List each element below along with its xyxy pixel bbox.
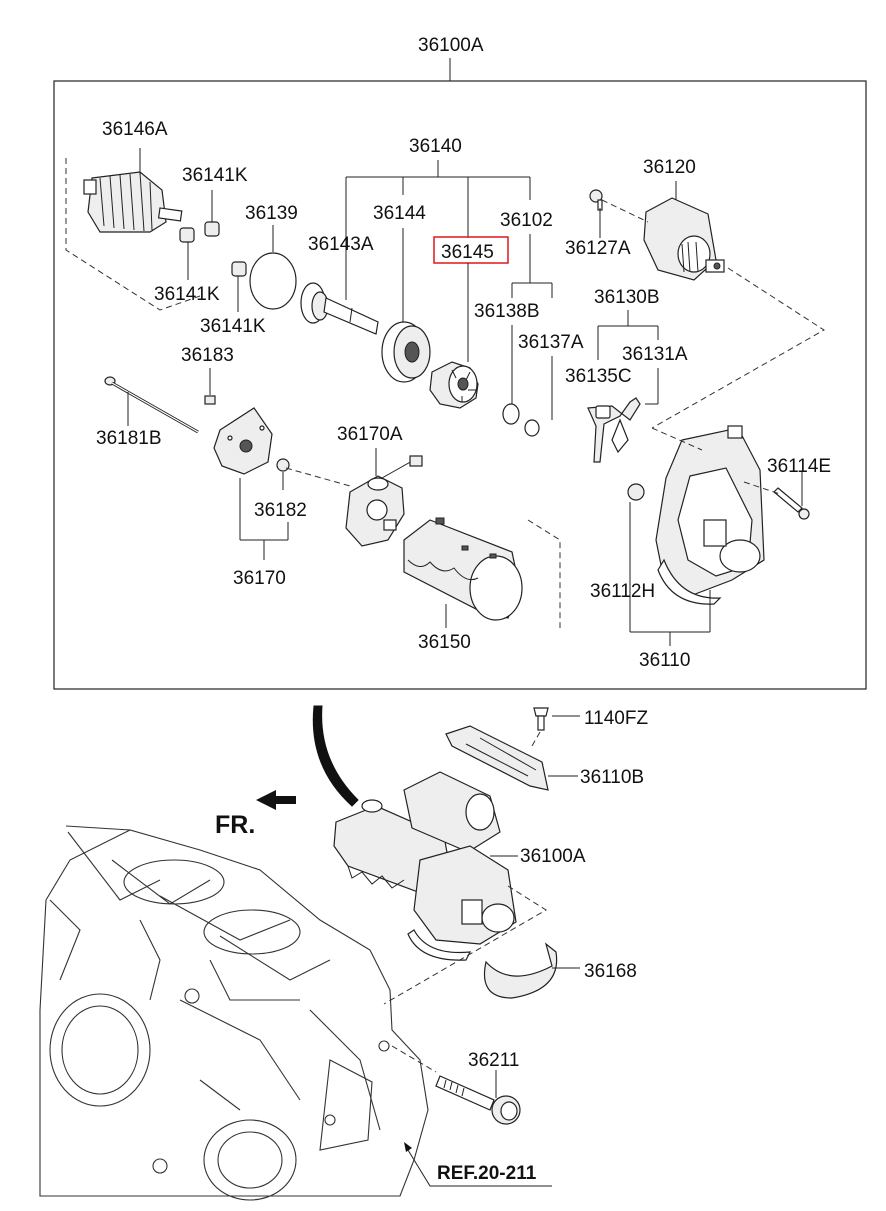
starter-assembly-part[interactable] [333, 771, 517, 961]
pinion-gear-part[interactable] [429, 361, 479, 409]
label-36137A[interactable]: 36137A [518, 332, 584, 353]
label-36100A-assembly[interactable]: 36100A [520, 846, 586, 867]
bushing-36112H-part[interactable] [627, 483, 645, 501]
label-36183[interactable]: 36183 [181, 345, 234, 366]
screw-part[interactable] [589, 189, 603, 211]
bushing-36182-part[interactable] [276, 458, 290, 472]
rear-cover-part[interactable] [213, 407, 273, 475]
label-36130B[interactable]: 36130B [594, 287, 660, 308]
shaft-part[interactable] [300, 282, 379, 335]
screw-36183-part[interactable] [204, 395, 216, 405]
label-36141K-b[interactable]: 36141K [154, 284, 220, 305]
highlight-box-36145 [433, 236, 509, 264]
gasket-part[interactable] [484, 942, 558, 999]
label-36112H[interactable]: 36112H [590, 581, 655, 602]
front-housing-part[interactable] [655, 425, 765, 605]
label-36100A-top[interactable]: 36100A [418, 35, 484, 56]
label-36131A[interactable]: 36131A [622, 344, 688, 365]
solenoid-part[interactable] [643, 197, 725, 281]
label-1140FZ[interactable]: 1140FZ [584, 708, 648, 729]
label-36102[interactable]: 36102 [500, 210, 553, 231]
label-36146A[interactable]: 36146A [102, 119, 168, 140]
front-indicator-label: FR. [215, 811, 255, 839]
label-36110[interactable]: 36110 [639, 650, 690, 671]
label-36170A[interactable]: 36170A [337, 424, 403, 445]
bushing-part[interactable] [179, 221, 247, 277]
through-bolt-part[interactable] [104, 376, 199, 434]
label-36127A[interactable]: 36127A [565, 238, 631, 259]
label-36144[interactable]: 36144 [373, 203, 426, 224]
label-36143A[interactable]: 36143A [308, 234, 374, 255]
label-36135C[interactable]: 36135C [565, 366, 632, 387]
ref-arrow-icon [404, 1142, 412, 1152]
curved-arrow-icon [312, 705, 359, 807]
label-36182[interactable]: 36182 [254, 500, 307, 521]
label-36145[interactable]: 36145 [441, 242, 494, 263]
label-36141K-c[interactable]: 36141K [200, 316, 266, 337]
yoke-part[interactable] [403, 517, 523, 621]
bolt-36114E-part[interactable] [773, 487, 810, 520]
label-36141K-a[interactable]: 36141K [182, 165, 248, 186]
front-arrow-icon [256, 790, 296, 810]
label-36114E[interactable]: 36114E [767, 456, 831, 477]
label-36211[interactable]: 36211 [468, 1050, 519, 1071]
snap-clip-part[interactable] [524, 419, 540, 437]
label-36140[interactable]: 36140 [409, 136, 462, 157]
label-36110B[interactable]: 36110B [580, 767, 644, 788]
o-ring-part[interactable] [249, 252, 297, 310]
label-36168[interactable]: 36168 [584, 961, 637, 982]
ring-part[interactable] [502, 403, 520, 425]
brush-holder-part[interactable] [345, 455, 423, 547]
label-36139[interactable]: 36139 [245, 203, 298, 224]
shift-lever-part[interactable] [587, 397, 641, 463]
heat-shield-part[interactable] [445, 725, 549, 791]
label-36120[interactable]: 36120 [643, 157, 696, 178]
engine-block [39, 825, 429, 1201]
clutch-part[interactable] [381, 321, 431, 383]
label-36181B[interactable]: 36181B [96, 428, 162, 449]
assembly-frame [53, 80, 867, 690]
label-ref-20-211[interactable]: REF.20-211 [437, 1163, 537, 1184]
label-36150[interactable]: 36150 [418, 632, 471, 653]
bolt-1140FZ-part[interactable] [533, 707, 549, 731]
bolt-36211-part[interactable] [435, 1075, 521, 1125]
label-36170[interactable]: 36170 [233, 568, 286, 589]
armature-part[interactable] [83, 171, 183, 233]
label-36138B[interactable]: 36138B [474, 301, 540, 322]
